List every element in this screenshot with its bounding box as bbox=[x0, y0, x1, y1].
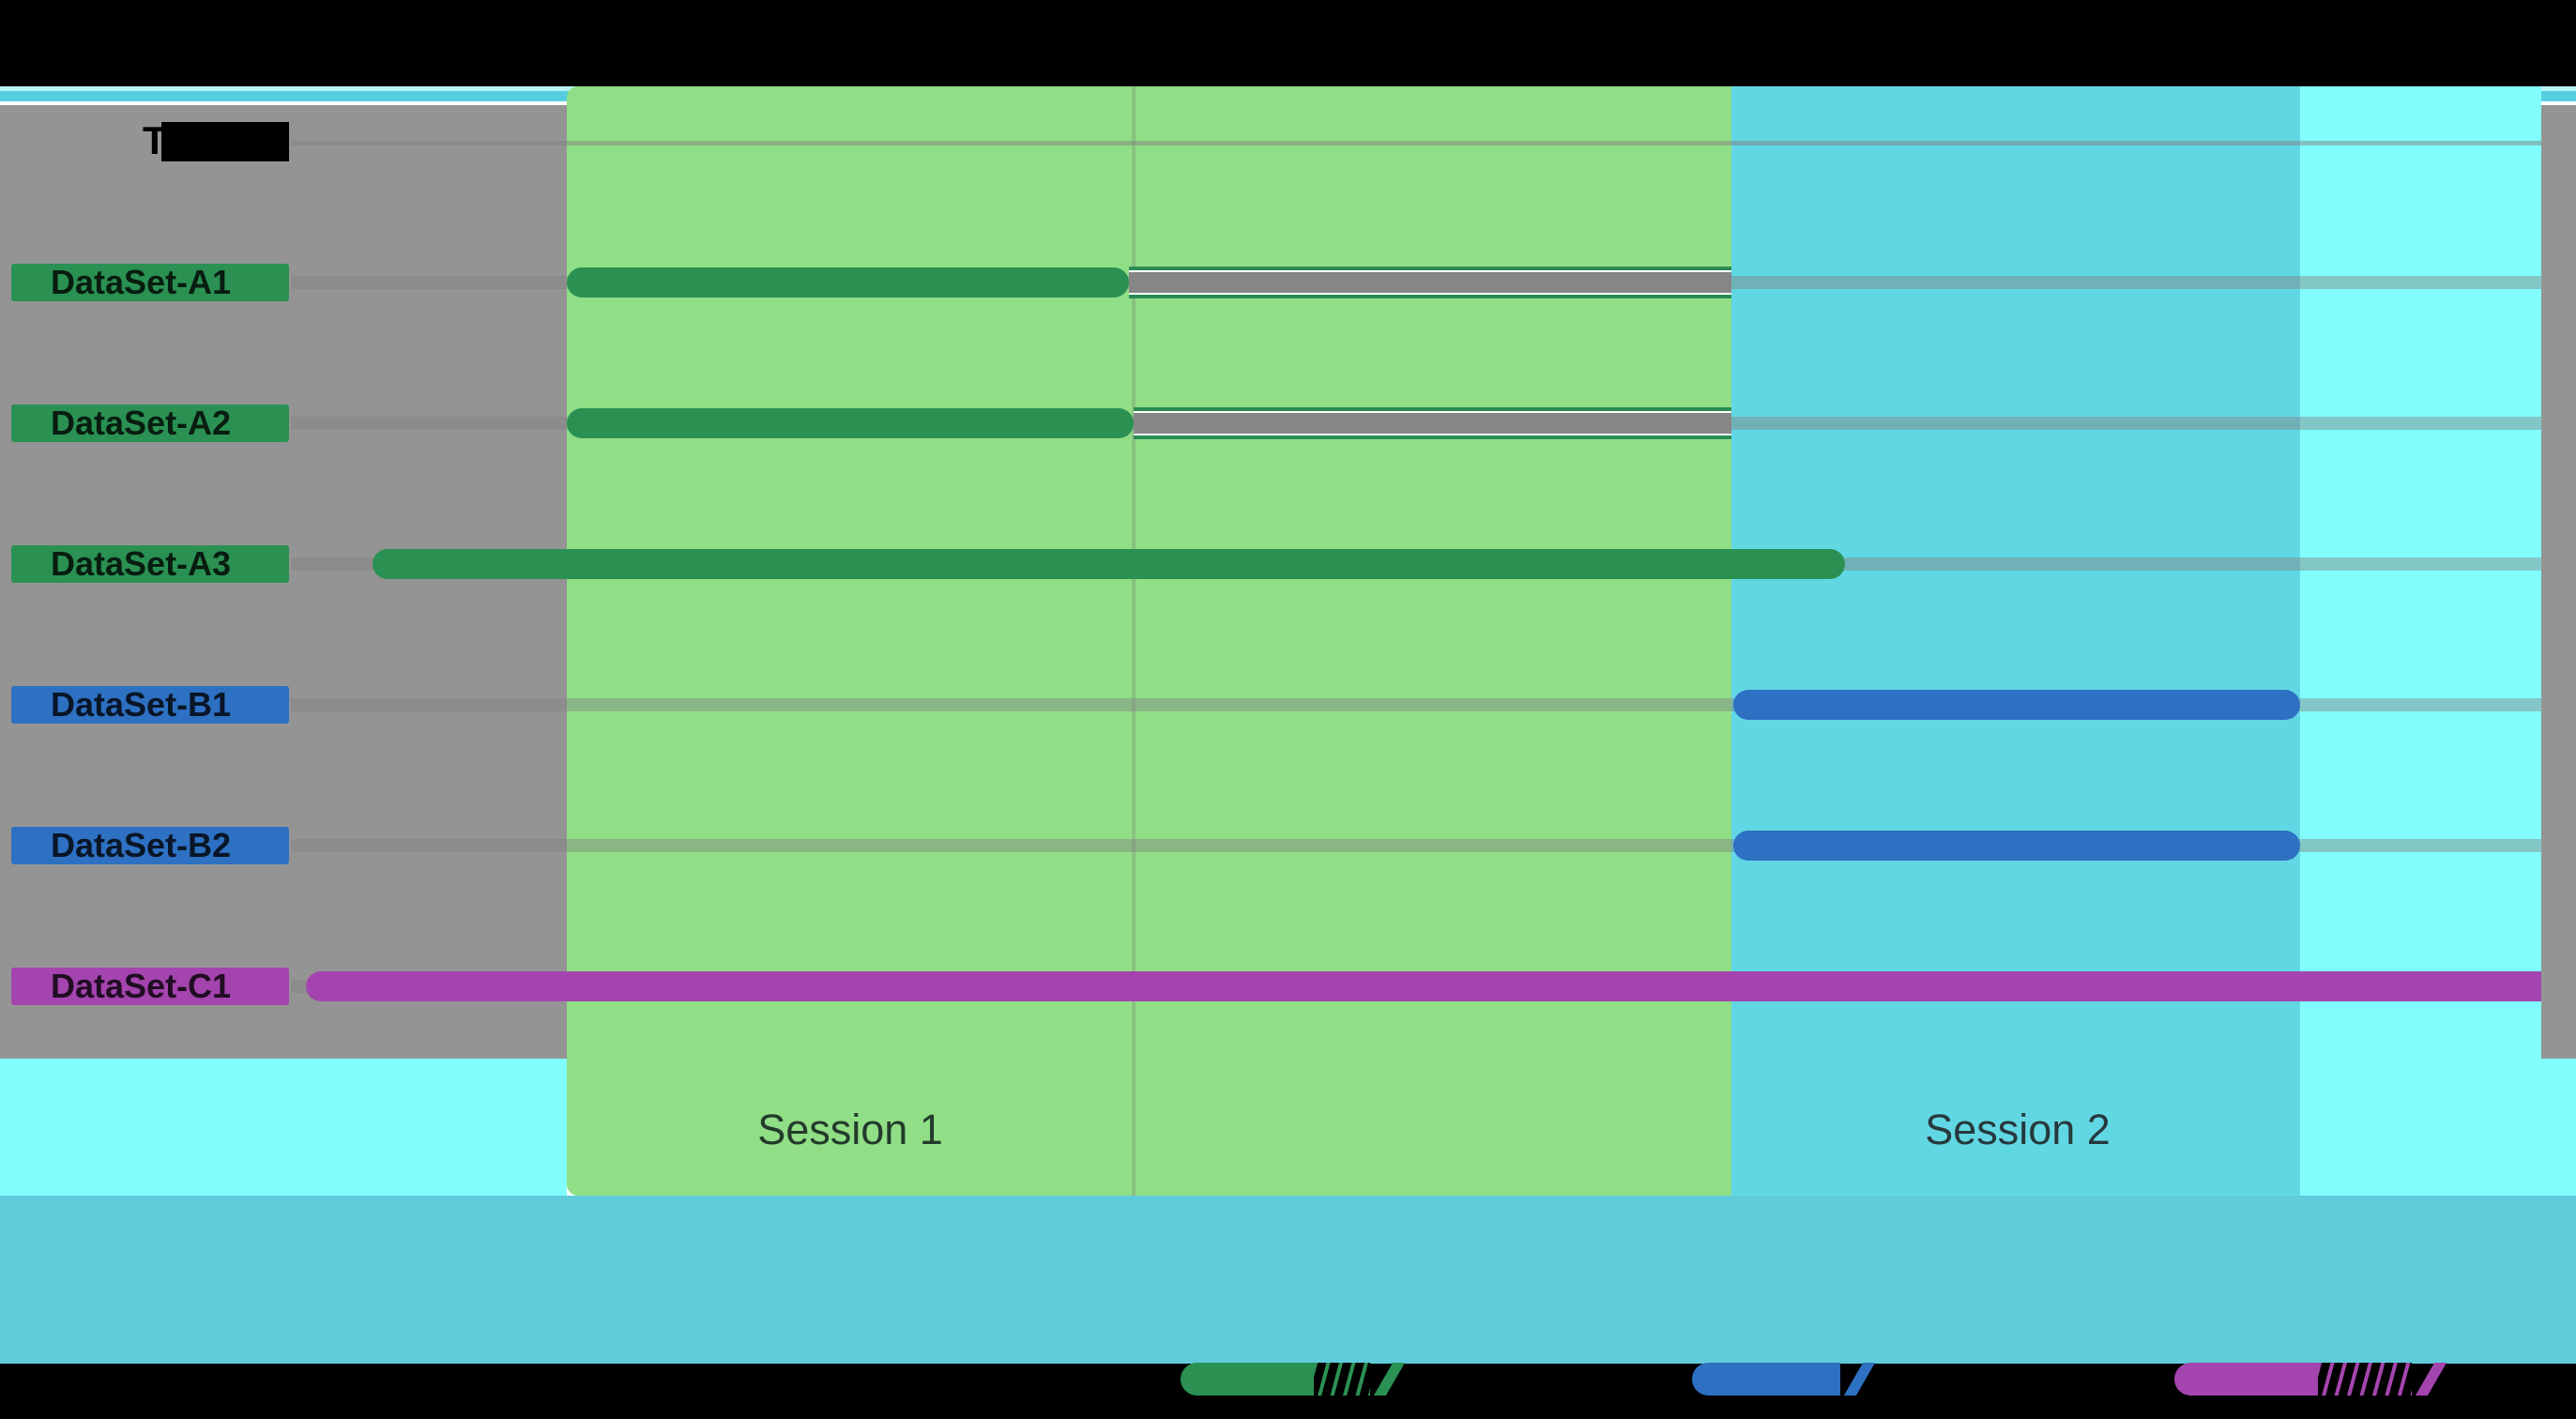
session1-panel bbox=[567, 86, 1731, 1196]
post-session2-panel bbox=[2300, 86, 2541, 1196]
legend-swatch bbox=[1692, 1363, 1840, 1396]
header-gridline bbox=[291, 141, 2541, 145]
divider-line bbox=[0, 101, 567, 105]
legend-swatch bbox=[2174, 1363, 2318, 1396]
remaining-track bbox=[1129, 267, 1731, 298]
legend-item bbox=[1692, 1363, 1876, 1396]
session1-mid-divider bbox=[1132, 86, 1136, 1196]
bottom-right-pale-strip bbox=[2541, 1059, 2576, 1196]
task-bar bbox=[567, 267, 1129, 298]
legend-swatch-striped-tail bbox=[2318, 1363, 2412, 1396]
task-bar bbox=[373, 549, 1845, 579]
session2-panel bbox=[1731, 86, 2300, 1196]
row-label: DataSet-B2 bbox=[11, 827, 289, 864]
task-bar bbox=[1733, 690, 2300, 720]
task-bar bbox=[567, 408, 1134, 438]
row-label: DataSet-A2 bbox=[11, 404, 289, 442]
top-black-band bbox=[0, 0, 2576, 86]
session1-label: Session 1 bbox=[757, 1106, 943, 1153]
bottom-left-pale-strip bbox=[0, 1059, 567, 1196]
legend-swatch bbox=[1181, 1363, 1314, 1396]
right-gray-margin bbox=[2541, 105, 2576, 1059]
row-label: DataSet-A1 bbox=[11, 264, 289, 301]
redaction-box bbox=[161, 122, 289, 161]
row-label: DataSet-A3 bbox=[11, 545, 289, 583]
remaining-track bbox=[1134, 407, 1731, 439]
row-label: DataSet-C1 bbox=[11, 968, 289, 1005]
task-bar bbox=[306, 971, 2541, 1001]
task-bar bbox=[1733, 831, 2300, 861]
legend-swatch-striped-tail bbox=[1314, 1363, 1370, 1396]
session2-label: Session 2 bbox=[1925, 1106, 2111, 1153]
bottom-cyan-band bbox=[0, 1196, 2576, 1364]
legend-item bbox=[1181, 1363, 1406, 1396]
legend-item bbox=[2174, 1363, 2447, 1396]
divider-line bbox=[2541, 101, 2576, 105]
row-label: DataSet-B1 bbox=[11, 686, 289, 724]
